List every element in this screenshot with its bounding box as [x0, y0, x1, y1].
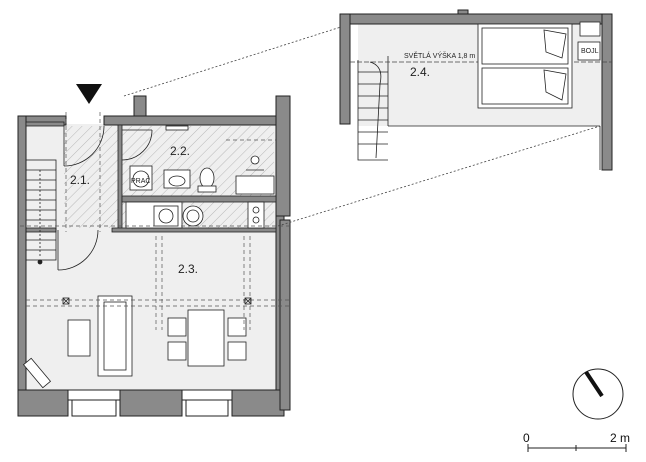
projection-lines — [20, 112, 290, 330]
washer-label: PRAČ — [131, 176, 150, 185]
boiler-label: BOJL — [581, 48, 599, 55]
windows — [67, 389, 233, 417]
scale-bar: 0 2 m — [523, 431, 630, 452]
entrance-arrow-icon — [76, 84, 102, 104]
partitions — [25, 121, 277, 233]
ground-floor: PRAČ — [17, 95, 291, 417]
living-furniture — [22, 295, 247, 389]
room-label-2-1: 2.1. — [70, 173, 90, 187]
ceiling-height-label: SVĚTLÁ VÝŠKA 1,8 m — [404, 51, 475, 60]
scale-end-label: 2 m — [610, 431, 630, 445]
column-markers — [62, 297, 252, 305]
bathroom-fixtures — [129, 125, 275, 195]
kitchen-fixtures — [125, 201, 265, 229]
room-label-2-3: 2.3. — [178, 262, 198, 276]
upper-walls — [339, 9, 613, 171]
north-compass-icon — [572, 368, 624, 420]
hall-hatch — [64, 126, 118, 228]
leader-lines — [123, 25, 601, 227]
double-bed — [477, 23, 573, 109]
staircase-ground — [25, 159, 57, 265]
roof-slope — [387, 56, 601, 170]
entrance-door — [57, 125, 105, 271]
bath-door — [121, 129, 153, 161]
staircase-upper — [357, 60, 388, 161]
exterior-walls — [17, 95, 291, 417]
upper-floor: BOJL SVĚTLÁ VÝŠKA 1,8 m 2.4. — [339, 9, 613, 171]
boiler-unit — [577, 21, 601, 61]
scale-start-label: 0 — [523, 431, 530, 445]
room-label-2-4: 2.4. — [410, 65, 430, 79]
room-label-2-2: 2.2. — [170, 144, 190, 158]
